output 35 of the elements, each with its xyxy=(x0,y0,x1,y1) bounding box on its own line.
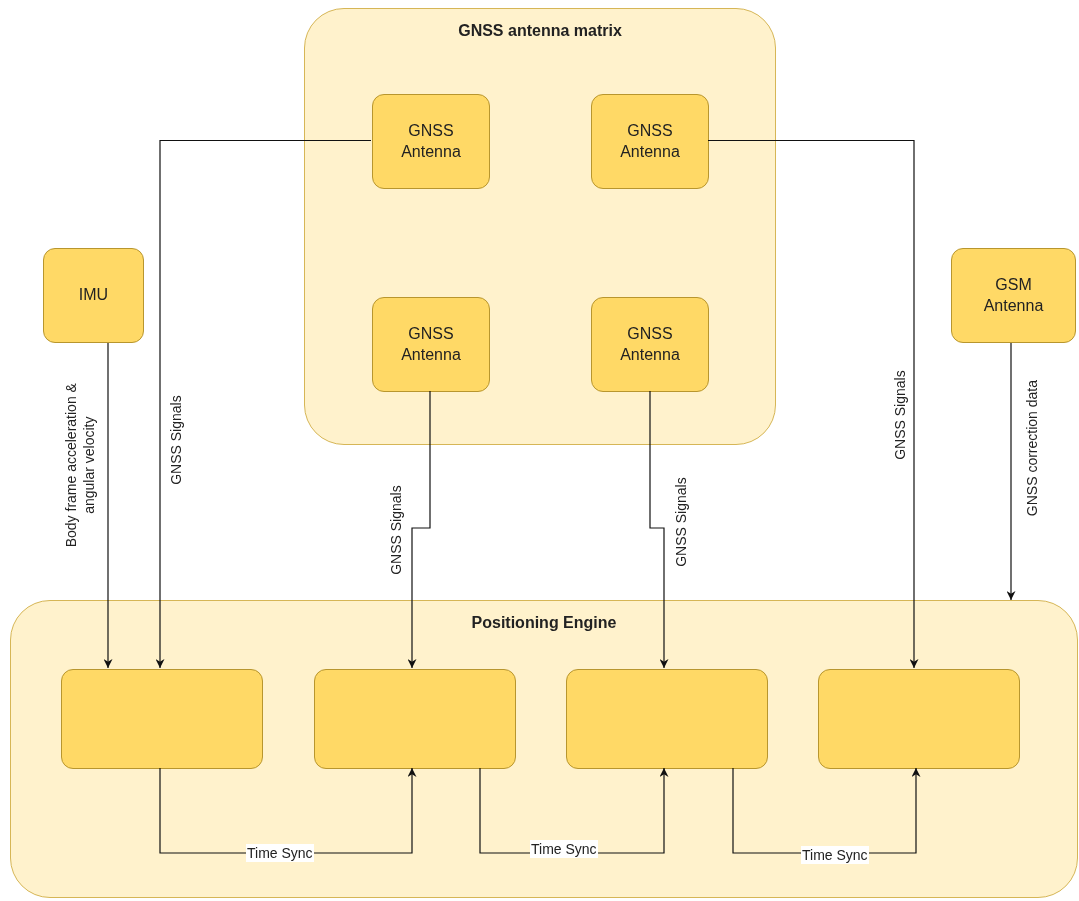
process-box xyxy=(61,669,263,769)
group-title: Positioning Engine xyxy=(471,613,617,633)
edge-label: Body frame acceleration & angular velocity xyxy=(61,382,98,550)
arrow xyxy=(1006,342,1016,601)
node-label: GNSS Antenna xyxy=(619,120,681,162)
process-box xyxy=(372,297,490,392)
process-box xyxy=(591,297,709,392)
group-container xyxy=(10,600,1078,898)
arrow xyxy=(707,139,919,669)
arrow xyxy=(407,390,431,669)
group-container xyxy=(304,8,776,445)
edge-label: GNSS Signals xyxy=(166,394,185,487)
edge-label: GNSS Signals xyxy=(671,476,690,569)
arrow xyxy=(103,342,113,669)
edge-label: Time Sync xyxy=(530,840,598,859)
process-box xyxy=(566,669,768,769)
arrow xyxy=(649,390,669,669)
edge-label: GNSS Signals xyxy=(386,484,405,577)
edge-label: Time Sync xyxy=(801,846,869,865)
process-box xyxy=(591,94,709,189)
process-box xyxy=(951,248,1076,343)
node-label: IMU xyxy=(78,285,109,306)
node-label: GNSS Antenna xyxy=(400,120,462,162)
arrow xyxy=(155,139,372,669)
process-box xyxy=(43,248,144,343)
process-box xyxy=(372,94,490,189)
node-label: GNSS Antenna xyxy=(619,323,681,365)
node-label: GSM Antenna xyxy=(982,274,1045,316)
group-title: GNSS antenna matrix xyxy=(458,21,622,41)
edge-label: Time Sync xyxy=(246,844,314,863)
process-box xyxy=(818,669,1020,769)
edge-label: GNSS correction data xyxy=(1022,379,1041,519)
edge-label: GNSS Signals xyxy=(890,369,909,462)
node-label: GNSS Antenna xyxy=(400,323,462,365)
process-box xyxy=(314,669,516,769)
